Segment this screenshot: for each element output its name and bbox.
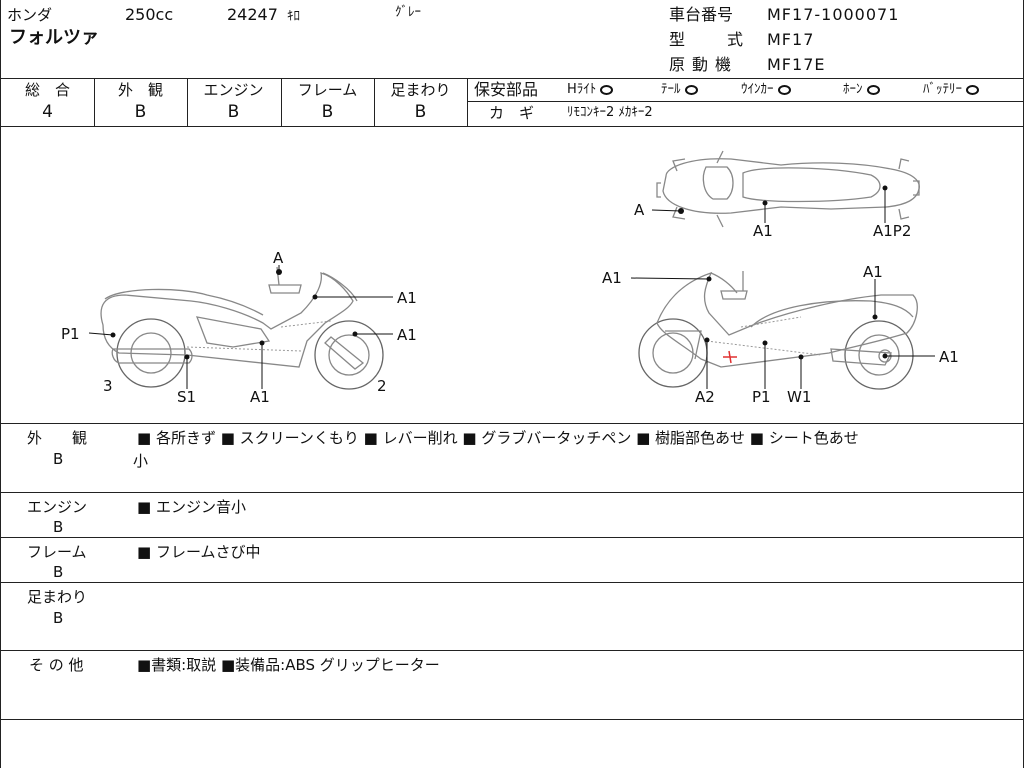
bike-right-view: A1 A1 A1 A2 P1 W1	[602, 263, 959, 406]
damage-diagram: A A1 A1P2	[61, 150, 959, 406]
ok-circle-icon	[777, 84, 791, 95]
note-grade-exterior: B	[53, 450, 64, 468]
mark-label: A	[273, 249, 284, 267]
mark-label: A1	[602, 269, 622, 287]
key-value: ﾘﾓｺﾝｷｰ2 ﾒｶｷｰ2	[567, 105, 653, 120]
grade-label-suspension: 足まわり	[390, 81, 451, 99]
mileage-unit: ｷﾛ	[287, 9, 300, 24]
safety-title: 保安部品	[474, 80, 539, 99]
engine-type-label: 原動機	[669, 55, 732, 74]
mark-label: A1	[397, 289, 417, 307]
note-label-other: そ の 他	[29, 656, 84, 674]
mark-label: A1	[939, 348, 959, 366]
grade-value-engine: B	[227, 102, 240, 122]
grade-label-engine: エンジン	[203, 81, 264, 99]
model-name: フォルツァ	[9, 27, 99, 48]
note-label-engine: エンジン	[27, 498, 88, 516]
frame-number: MF17-1000071	[767, 5, 900, 24]
note-text-exterior: ■ 各所きず ■ スクリーンくもり ■ レバー削れ ■ グラブバータッチペン ■…	[137, 429, 859, 447]
safety-item-battery: ﾊﾞｯﾃﾘｰ	[923, 80, 979, 100]
ok-circle-icon	[866, 84, 880, 95]
bike-left-view: A A1 A1 P1 3 S1 A1 2	[61, 249, 417, 406]
note-label-frame: フレーム	[27, 543, 87, 561]
maker: ホンダ	[7, 6, 53, 24]
note-text-exterior-cont: 小	[133, 452, 149, 470]
safety-item-winker: ｳｲﾝｶｰ	[741, 80, 791, 100]
note-label-suspension: 足まわり	[27, 588, 88, 606]
mark-label: S1	[177, 388, 196, 406]
type-value: MF17	[767, 30, 815, 49]
note-text-other: ■書類:取説 ■装備品:ABS グリップヒーター	[137, 656, 440, 674]
divider	[1, 126, 1024, 127]
mark-label: A1	[753, 222, 773, 240]
grade-label-frame: フレーム	[297, 81, 358, 99]
mark-label: 3	[103, 377, 113, 395]
grade-label-overall: 総 合	[24, 81, 70, 99]
mark-label: P1	[61, 325, 80, 343]
type-label: 型式	[669, 30, 744, 49]
color: ｸﾞﾚｰ	[395, 5, 421, 20]
mileage-value: 24247	[227, 5, 278, 24]
mileage: 24247 ｷﾛ	[227, 5, 300, 27]
note-label-exterior: 外 観	[27, 429, 88, 447]
ok-circle-icon	[600, 84, 614, 95]
displacement: 250cc	[125, 5, 174, 24]
grade-value-suspension: B	[414, 102, 427, 122]
engine-type-value: MF17E	[767, 55, 826, 74]
ok-circle-icon	[966, 84, 979, 95]
mark-label: A1P2	[873, 222, 911, 240]
grade-value-frame: B	[321, 102, 334, 122]
note-grade-engine: B	[53, 518, 64, 536]
divider	[1, 78, 1024, 79]
grade-value-exterior: B	[134, 102, 147, 122]
key-label: カ ギ	[489, 104, 535, 122]
mark-label: P1	[752, 388, 771, 406]
note-grade-suspension: B	[53, 609, 64, 627]
mark-label: A1	[863, 263, 883, 281]
safety-item-horn: ﾎｰﾝ	[843, 80, 880, 100]
note-grade-frame: B	[53, 563, 64, 581]
grade-value-overall: 4	[42, 102, 53, 122]
safety-item-headlight: Hﾗｲﾄ	[567, 80, 614, 100]
mark-label: 2	[377, 377, 387, 395]
mark-label: A2	[695, 388, 715, 406]
bike-top-view: A A1 A1P2	[634, 150, 920, 240]
grade-label-exterior: 外 観	[117, 81, 163, 99]
ok-circle-icon	[684, 84, 698, 95]
divider	[468, 101, 1024, 102]
note-text-frame: ■ フレームさび中	[137, 543, 261, 561]
mark-label: A1	[250, 388, 270, 406]
note-text-engine: ■ エンジン音小	[137, 498, 246, 516]
safety-item-tail: ﾃｰﾙ	[661, 80, 698, 100]
mark-label: A	[634, 201, 645, 219]
mark-label: W1	[787, 388, 811, 406]
mark-label: A1	[397, 326, 417, 344]
frame-number-label: 車台番号	[669, 5, 734, 24]
